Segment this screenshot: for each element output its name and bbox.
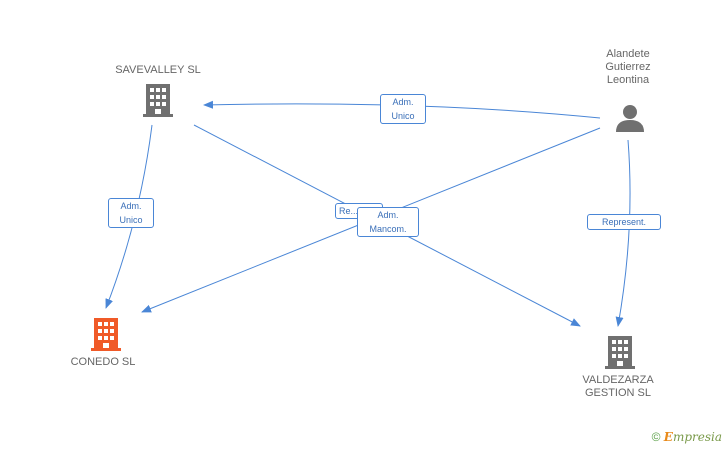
node-label-line: GESTION SL — [584, 387, 652, 399]
node-label-line: VALDEZARZA — [582, 374, 654, 386]
building-icon[interactable] — [605, 336, 635, 369]
copyright-footer: © Empresia — [652, 430, 722, 444]
edge-label-adm-unico-left[interactable]: Adm. Unico — [108, 198, 154, 228]
edge-person-valdezarza — [615, 139, 631, 327]
node-label-line: Alandete — [606, 48, 650, 60]
edge-label-line: Mancom. — [369, 224, 407, 234]
edge-label-line: Unico — [119, 215, 143, 225]
edge-label-adm-unico-top[interactable]: Adm. Unico — [380, 94, 426, 124]
node-label-valdezarza[interactable]: VALDEZARZA GESTION SL — [560, 374, 676, 400]
node-label-person[interactable]: Alandete Gutierrez Leontina — [580, 48, 676, 87]
node-label-conedo[interactable]: CONEDO SL — [70, 356, 136, 368]
building-icon[interactable] — [143, 84, 173, 117]
edge-label-line: Adm. — [120, 201, 142, 211]
edge-label-line: Represent. — [601, 217, 647, 227]
edge-label-line: Unico — [391, 111, 415, 121]
edge-label-line: Re... — [339, 206, 359, 216]
node-label-line: Leontina — [606, 74, 650, 86]
person-icon[interactable] — [616, 105, 644, 132]
edge-label-line: Adm. — [392, 97, 414, 107]
copyright-icon: © — [651, 430, 661, 444]
edge-label-adm-mancom[interactable]: Adm. Mancom. — [357, 207, 419, 237]
edge-label-represent[interactable]: Represent. — [587, 214, 661, 230]
edge-label-line: Adm. — [377, 210, 399, 220]
node-label-savevalley[interactable]: SAVEVALLEY SL — [115, 64, 201, 76]
empresia-logo: Empresia — [663, 430, 722, 444]
building-icon[interactable] — [91, 318, 121, 351]
node-label-line: Gutierrez — [605, 61, 651, 73]
